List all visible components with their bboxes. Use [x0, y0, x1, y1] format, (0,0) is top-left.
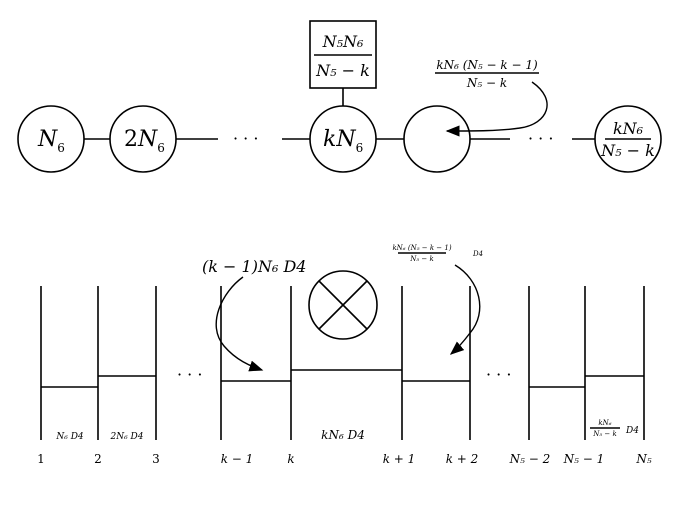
flavor-node-num: N₅N₆: [322, 32, 364, 51]
quiver-dots-left: · · ·: [233, 129, 258, 148]
position-label-2: 2: [94, 452, 102, 466]
position-label-k-plus-1: k + 1: [383, 452, 416, 466]
segment-label-2: 2N₆ D4: [109, 432, 143, 442]
position-label-k: k: [287, 452, 294, 466]
segment-label-last-suffix: D4: [625, 426, 639, 436]
brane-label-right-suffix: D4: [472, 250, 483, 258]
segment-label-last-num: kN₆: [598, 419, 611, 427]
gauge-node-2-label: 2N6: [124, 127, 165, 155]
gauge-node-k: [309, 105, 377, 173]
position-label-k-plus-2: k + 2: [446, 452, 479, 466]
flavor-node-den: N₅ − k: [315, 61, 370, 80]
segment-label-k: kN₆ D4: [321, 428, 365, 442]
brane-dots-left: · · ·: [177, 365, 202, 384]
d6-brane-marker: [308, 270, 378, 340]
gauge-node-last-num: kN₆: [613, 119, 644, 138]
position-label-n5-minus-2: N₅ − 2: [509, 452, 551, 466]
brane-diagram: · · · · · · (k − 1)N₆ D4 kN₆ (N₅ − k − 1…: [37, 244, 652, 466]
quiver-arrow: [445, 81, 548, 137]
brane-dots-right: · · ·: [486, 365, 511, 384]
position-label-n5-minus-1: N₅ − 1: [563, 452, 605, 466]
quiver-arrow-label-den: N₅ − k: [466, 76, 507, 90]
position-label-1: 1: [37, 452, 45, 466]
gauge-node-1-label: N6: [37, 127, 65, 155]
gauge-node-2: [109, 105, 177, 173]
gauge-node-1: [17, 105, 85, 173]
brane-label-left: (k − 1)N₆ D4: [202, 257, 306, 276]
position-label-3: 3: [152, 452, 160, 466]
quiver-arrow-label-num: kN₆ (N₅ − k − 1): [436, 58, 538, 72]
gauge-node-k-plus-1: [403, 105, 471, 173]
quiver-dots-right: · · ·: [528, 129, 553, 148]
gauge-node-last-den: N₅ − k: [600, 141, 655, 160]
brane-label-right-num: kN₆ (N₅ − k − 1): [392, 244, 451, 252]
brane-label-right-den: N₅ − k: [409, 255, 434, 263]
segment-label-last-den: N₅ − k: [592, 430, 617, 438]
gauge-node-k-label: kN6: [323, 127, 363, 155]
brane-arrow-left: [215, 276, 264, 372]
position-label-n5: N₅: [635, 452, 652, 466]
brane-arrow-right: [449, 264, 481, 355]
quiver-diagram: N6 2N6 · · · kN6 · · · kN₆ N₅ − k N₅N₆ N…: [17, 20, 662, 173]
position-label-k-minus-1: k − 1: [221, 452, 254, 466]
segment-label-1: N₆ D4: [55, 432, 84, 442]
